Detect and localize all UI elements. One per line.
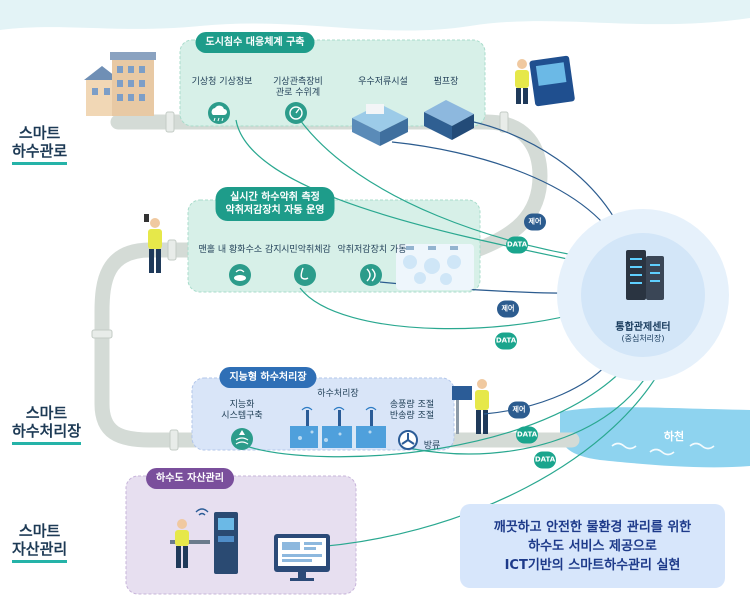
water-system-icon — [231, 428, 253, 450]
citizen-odor-label: 시민악취체감 — [281, 245, 331, 255]
flood-panel-title: 도시침수 대응체계 구축 — [195, 32, 315, 53]
h2s-detect-label: 맨홀 내 황화수소 감지 — [198, 245, 282, 255]
river-label: 하천 — [663, 430, 685, 443]
pipe-joints — [91, 111, 509, 451]
pump-station-icon — [424, 100, 474, 140]
section-underline — [12, 560, 68, 563]
worker-at-console-icon — [452, 379, 489, 434]
slogan-line: 하수도 서비스 제공으로 — [528, 538, 657, 554]
water-gauge-icon — [285, 102, 307, 124]
treatment-tank-icon — [290, 406, 386, 448]
cloud-rain-icon — [208, 102, 230, 124]
manhole-sensor-icon — [229, 264, 251, 286]
worker-with-tablet-icon — [515, 55, 575, 107]
control-center-title: 통합관제센터 — [615, 322, 671, 333]
slogan-box: 깨끗하고 안전한 물환경 관리를 위한 하수도 서비스 제공으로 ICT기반의 … — [460, 504, 725, 588]
blower-icon — [398, 430, 418, 450]
control-badge: 제어 — [497, 300, 519, 318]
nose-icon — [294, 264, 316, 286]
plant-panel-bg — [191, 377, 455, 451]
section-underline — [12, 442, 82, 445]
control-badge: 제어 — [524, 213, 546, 231]
plant-panel-title: 지능형 하수처리장 — [219, 367, 317, 388]
slogan-line: 깨끗하고 안전한 물환경 관리를 위한 — [493, 519, 692, 535]
odor-reducer-label: 악취저감장치 가동 — [337, 245, 407, 255]
control-center-subtitle: (중심처리장) — [621, 334, 665, 343]
section-underline — [12, 162, 68, 165]
river-waves-icon — [611, 442, 715, 456]
data-badge: DATA — [534, 451, 556, 469]
flood-panel-bg — [179, 39, 486, 127]
control-badge: 제어 — [508, 401, 530, 419]
worker-desk-icon — [170, 508, 238, 574]
slogan-line: ICT기반의 스마트하수관리 실현 — [504, 557, 681, 573]
top-wave-background — [0, 0, 750, 31]
weather-info-label: 기상청 기상정보 — [191, 77, 253, 87]
asset-panel-title: 하수도 자산관리 — [146, 468, 234, 489]
monitor-icon — [274, 534, 330, 581]
storage-facility-label: 우수저류시설 — [358, 77, 408, 87]
discharge-label: 방류 — [423, 441, 441, 451]
mist-spray-icon — [396, 244, 474, 290]
odor-reducer-icon — [360, 264, 382, 286]
data-badge: DATA — [506, 236, 528, 254]
city-buildings-icon — [84, 52, 156, 116]
treatment-plant-label: 하수처리장 — [317, 389, 359, 399]
river — [560, 407, 750, 468]
storage-facility-icon — [352, 104, 408, 146]
data-badge: DATA — [495, 332, 517, 350]
server-rack-icon — [626, 250, 664, 300]
pump-station-label: 펌프장 — [433, 77, 459, 87]
data-badge: DATA — [516, 426, 538, 444]
worker-with-phone-icon — [144, 214, 162, 273]
